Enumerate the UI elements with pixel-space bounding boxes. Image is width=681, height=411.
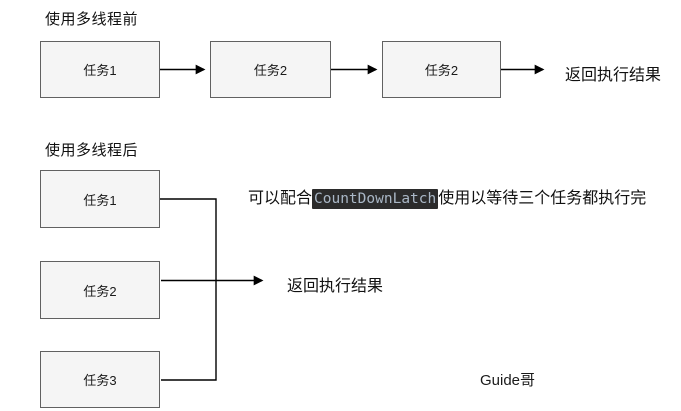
connector-after-join-bracket <box>160 198 217 381</box>
section-title-after-multithreading: 使用多线程后 <box>45 142 139 159</box>
task-box-label: 任务2 <box>83 283 117 299</box>
inline-code-countdownlatch: CountDownLatch <box>312 189 439 209</box>
task-box-label: 任务3 <box>83 373 117 388</box>
task-box-after-2: 任务2 <box>40 261 160 319</box>
task-box-label: 任务2 <box>424 63 459 78</box>
task-box-after-3: 任务3 <box>40 351 160 408</box>
section-title-before-multithreading: 使用多线程前 <box>45 11 139 28</box>
task-box-label: 任务2 <box>253 63 288 78</box>
task-box-after-1: 任务1 <box>40 170 160 228</box>
task-box-before-2: 任务2 <box>210 41 331 98</box>
watermark-guide: Guide哥 <box>480 372 536 389</box>
task-box-before-3: 任务2 <box>382 41 501 98</box>
result-label-after: 返回执行结果 <box>287 278 384 295</box>
annotation-prefix: 可以配合 <box>248 190 313 207</box>
annotation-suffix: 使用以等待三个任务都执行完 <box>438 190 647 207</box>
task-box-before-1: 任务1 <box>40 41 160 98</box>
result-label-before: 返回执行结果 <box>565 67 662 84</box>
task-box-label: 任务1 <box>83 192 117 208</box>
task-box-label: 任务1 <box>83 63 117 78</box>
